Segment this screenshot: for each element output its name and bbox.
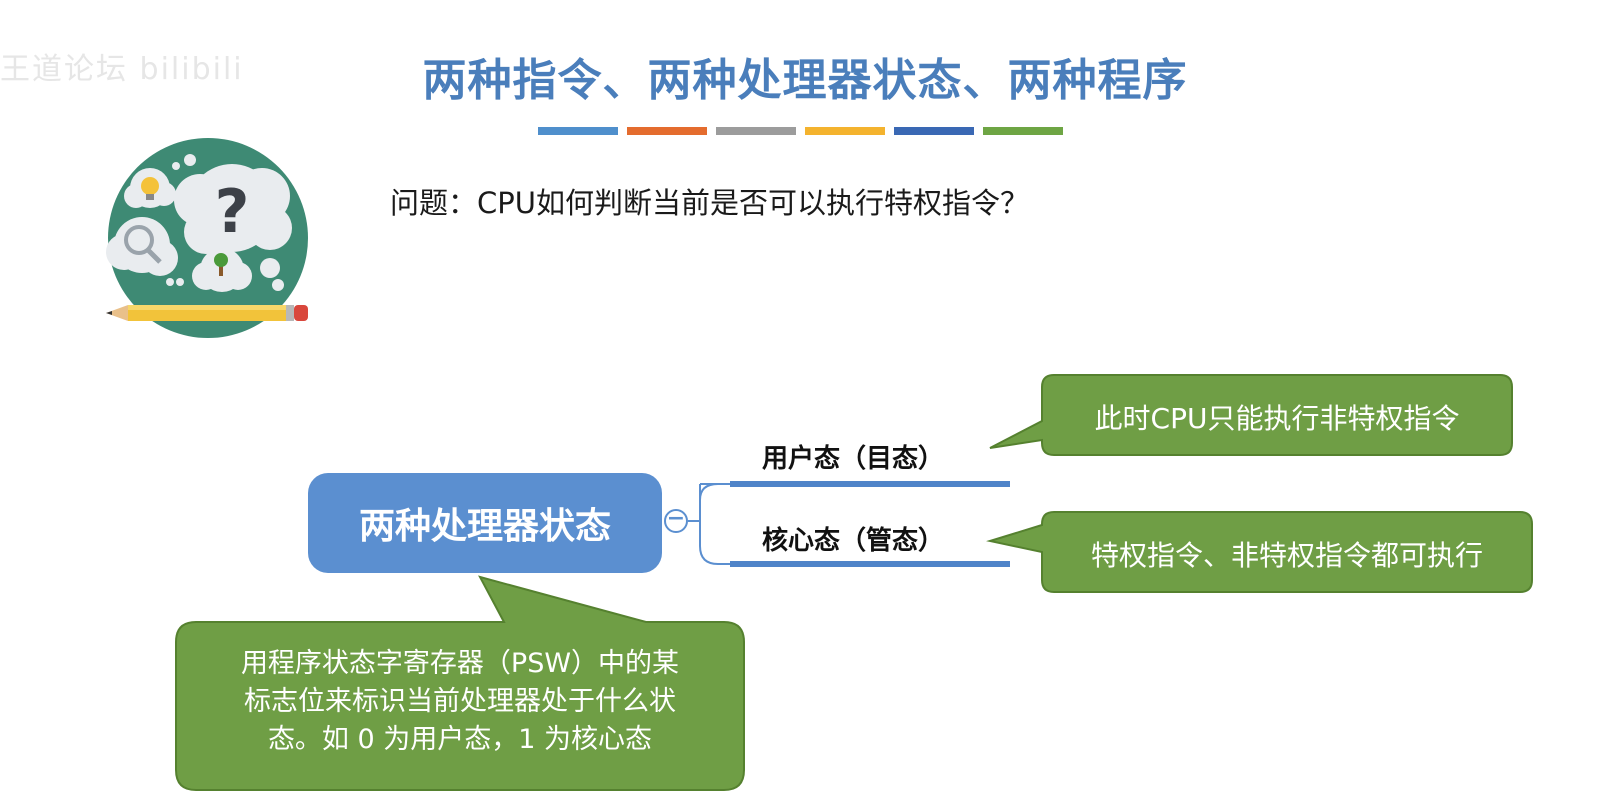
user-mode-note: 此时CPU只能执行非特权指令 xyxy=(1042,397,1512,437)
kernel-mode-note: 特权指令、非特权指令都可执行 xyxy=(1042,534,1532,574)
psw-note-line: 用程序状态字寄存器（PSW）中的某 xyxy=(176,645,744,683)
psw-note: 用程序状态字寄存器（PSW）中的某 标志位来标识当前处理器处于什么状 态。如 0… xyxy=(176,645,744,759)
center-node[interactable]: 两种处理器状态 xyxy=(308,473,662,573)
branch-user-mode-label: 用户态（目态） xyxy=(762,438,944,475)
branch-kernel-mode-label: 核心态（管态） xyxy=(762,520,944,557)
psw-note-line: 标志位来标识当前处理器处于什么状 xyxy=(176,683,744,721)
psw-note-line: 态。如 0 为用户态，1 为核心态 xyxy=(176,721,744,759)
minus-circle-icon[interactable]: − xyxy=(664,509,688,533)
